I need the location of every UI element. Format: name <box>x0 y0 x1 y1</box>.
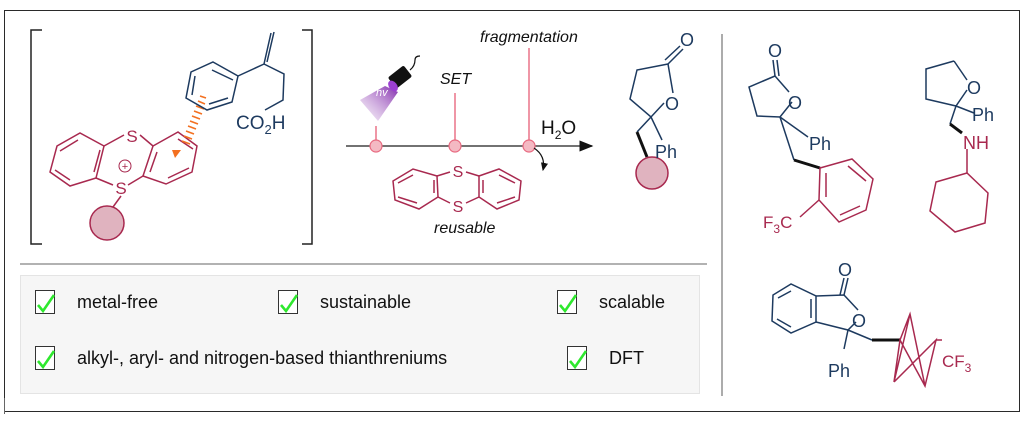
step-node-light <box>369 139 383 153</box>
benefit-dft: DFT <box>567 346 644 370</box>
alkene-acid-structure <box>185 31 285 111</box>
charge-transfer-dashes <box>181 95 207 145</box>
example-3-bicyclopentane-structure <box>893 311 942 389</box>
product-ph-label: Ph <box>655 142 677 162</box>
product-lactone-structure <box>629 45 684 141</box>
check-icon <box>567 346 588 370</box>
water-reagent-label: H2O <box>541 118 576 142</box>
charge-sign: + <box>122 161 128 173</box>
example-3-ph-label: Ph <box>828 361 850 381</box>
example-1-structure <box>748 59 809 161</box>
example-1-cf3-label: F3C <box>763 213 792 236</box>
example-2-ph-label: Ph <box>972 105 994 125</box>
byproduct-s-bottom: S <box>453 199 464 216</box>
reusable-label: reusable <box>434 220 495 237</box>
example-3-cf3-label: CF3 <box>942 352 972 375</box>
step-node-set <box>448 139 462 153</box>
check-icon <box>35 346 56 370</box>
example-1-ph-label: Ph <box>809 134 831 154</box>
benefit-metal-free: metal-free <box>35 290 158 314</box>
charge-transfer-arrow-icon <box>172 150 181 158</box>
product-carbonyl-o: O <box>680 30 694 50</box>
benefit-label: scalable <box>599 291 666 312</box>
example-1-wedge-bond <box>793 158 821 170</box>
benefit-thianthreniums: alkyl-, aryl- and nitrogen-based thianth… <box>35 346 447 370</box>
product-wedge-bond <box>635 131 649 158</box>
thianthrene-structure <box>392 168 522 210</box>
thianthrenium-structure <box>49 131 198 208</box>
example-2-structure <box>925 60 975 125</box>
example-1-ring-o: O <box>788 93 802 113</box>
check-icon <box>278 290 299 314</box>
acid-label: CO2H <box>236 113 285 137</box>
check-icon <box>557 290 578 314</box>
product-ring-o: O <box>665 94 679 114</box>
benefit-label: metal-free <box>77 291 159 312</box>
benefit-sustainable: sustainable <box>278 290 411 314</box>
light-label: hv <box>376 87 389 99</box>
release-arrow <box>533 147 549 172</box>
positive-charge-icon <box>118 159 132 173</box>
byproduct-s-top: S <box>453 164 464 181</box>
ring-s-top: S <box>126 127 137 146</box>
figure-frame <box>4 10 1020 412</box>
example-3-ring-o: O <box>852 311 866 331</box>
benefit-label: alkyl-, aryl- and nitrogen-based thianth… <box>77 347 448 368</box>
example-2-ring-o: O <box>967 78 981 98</box>
example-3-structure <box>771 277 873 350</box>
check-icon <box>35 290 56 314</box>
example-3-carbonyl-o: O <box>838 260 852 280</box>
ring-s-bottom: S <box>115 179 126 198</box>
example-2-wedge-bond <box>949 122 963 135</box>
example-1-carbonyl-o: O <box>768 41 782 61</box>
benefits-panel: metal-free sustainable scalable alkyl-, … <box>20 275 700 394</box>
bracket-left <box>30 29 42 245</box>
example-2-cyclohexyl-structure <box>929 149 989 233</box>
benefit-label: DFT <box>609 347 644 368</box>
step-set-label: SET <box>440 71 472 88</box>
step-node-fragmentation <box>522 139 536 153</box>
step-fragmentation-label: fragmentation <box>480 29 578 46</box>
example-2-amine-label: NH <box>963 133 989 153</box>
edge-tick <box>4 398 5 414</box>
benefit-scalable: scalable <box>557 290 665 314</box>
timeline-stems <box>375 48 530 140</box>
substrate-circle-icon <box>89 205 125 241</box>
bracket-right <box>302 29 313 245</box>
product-circle-icon <box>635 156 669 190</box>
flashlight-icon <box>360 55 421 121</box>
benefit-label: sustainable <box>320 291 412 312</box>
example-1-aryl-structure <box>799 158 874 223</box>
